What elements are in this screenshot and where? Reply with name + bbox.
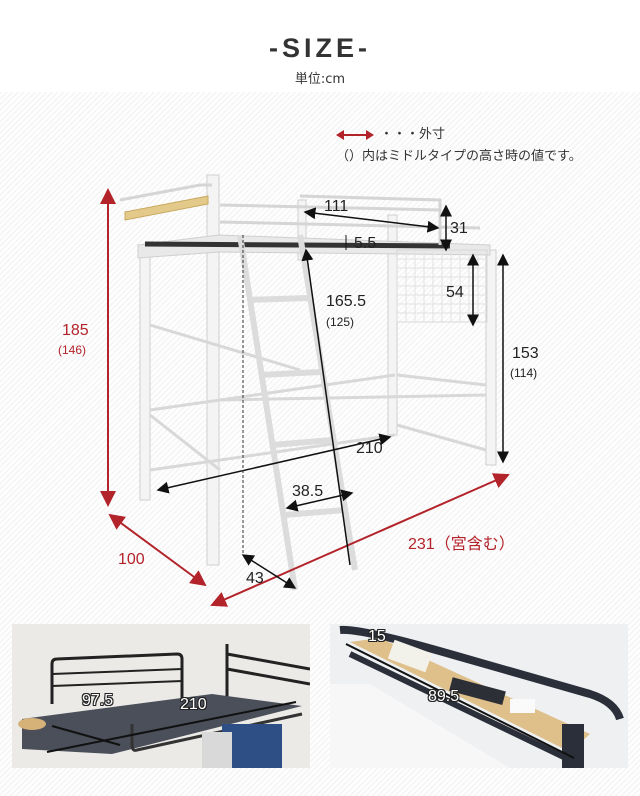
shelf-depth-label: 15 [368,628,386,645]
total-depth-label: 100 [118,551,145,568]
bed-diagram [100,174,510,607]
total-height-middle-label: (146) [58,343,87,357]
legend-note: （）内はミドルタイプの高さ時の値です。 [336,149,582,164]
ladder-offset-label: 43 [246,570,264,587]
under-clearance-middle-label: (114) [510,366,538,380]
mattress-gap-label: 5.5 [354,235,377,252]
total-width-label: 231（宮含む） [408,536,515,553]
header: -SIZE- 単位:cm [0,0,640,92]
legend-arrow-text: ・・・外寸 [380,127,446,142]
photo-length-label: 210 [180,696,207,713]
bed-top-photo: 97.5 210 [12,624,310,768]
page-title: -SIZE- [269,33,371,63]
ladder-length-label: 165.5 [326,293,367,310]
guard-height-label: 31 [450,220,468,237]
panel-height-label: 54 [446,284,464,301]
shelf-length-label: 89.5 [428,688,460,705]
shelf-photo: 15 89.5 [330,624,628,768]
photo-width-label: 97.5 [82,692,114,709]
double-arrow-icon [336,130,374,140]
guard-length-label: 111 [324,198,349,215]
under-clearance-label: 153 [512,345,539,362]
ladder-width-label: 38.5 [292,483,324,500]
legend: ・・・外寸 （）内はミドルタイプの高さ時の値です。 [336,124,582,168]
bed-frame [119,174,497,591]
unit-label: 単位:cm [294,72,346,87]
ladder-length-middle-label: (125) [326,315,355,329]
total-height-label: 185 [62,322,89,339]
bed-top-illustration [12,624,310,768]
inner-length-label: 210 [356,440,383,457]
shelf-illustration [330,624,628,768]
